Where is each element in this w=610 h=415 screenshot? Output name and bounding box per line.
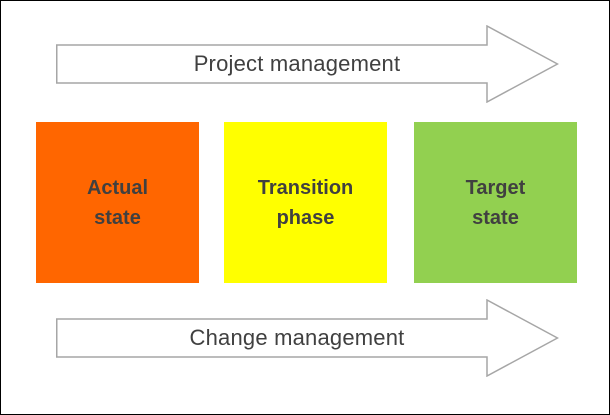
change-management-arrow: Change management [56,299,559,377]
actual-state-box: Actual state [36,122,199,283]
project-management-label: Project management [193,51,401,76]
change-management-label: Change management [189,325,405,350]
project-management-arrow: Project management [56,25,559,103]
target-state-box: Target state [414,122,577,283]
transition-phase-label: Transition phase [257,176,354,229]
arrow-shape [56,299,559,377]
target-state-label: Target state [465,176,526,229]
arrow-shape [56,25,559,103]
actual-state-label: Actual state [86,176,149,229]
transition-phase-box: Transition phase [224,122,387,283]
